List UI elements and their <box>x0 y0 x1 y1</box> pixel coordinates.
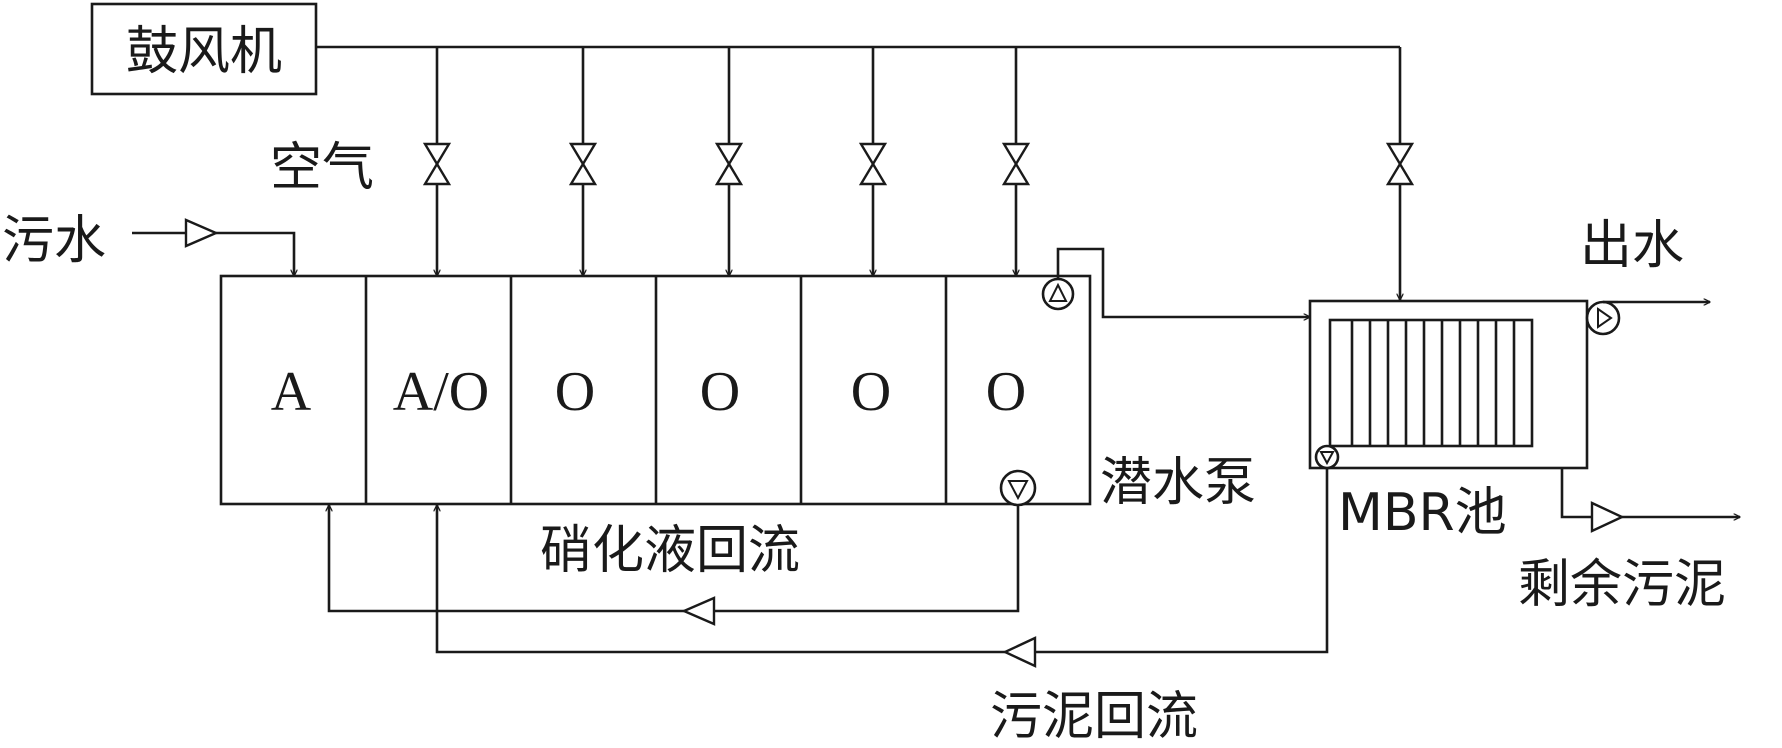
recirculation-pump <box>999 469 1037 507</box>
excess-sludge-outlet <box>1560 468 1740 533</box>
bioreactor-tank: A A/O O O O O <box>219 274 1092 506</box>
air-branch-2 <box>568 47 598 276</box>
sewage-label: 污水 <box>2 211 106 271</box>
blower-label: 鼓风机 <box>126 22 282 82</box>
sludge-return-line <box>437 468 1329 668</box>
flow-direction-icon <box>1002 636 1037 668</box>
valve-icon <box>1385 142 1415 186</box>
membrane-module <box>1328 318 1534 448</box>
sewage-inlet: 污水 <box>2 211 294 276</box>
valve-icon <box>1001 142 1031 186</box>
air-branch-4 <box>858 47 888 276</box>
flow-direction-icon <box>184 218 220 248</box>
zone-label: O <box>700 361 740 423</box>
mbr-tank <box>1308 299 1589 470</box>
air-branch-1 <box>422 47 452 276</box>
pump-icon <box>1585 300 1621 336</box>
zone-label: A <box>271 361 312 423</box>
excess-sludge-label: 剩余污泥 <box>1518 555 1726 615</box>
sludge-return-label: 污泥回流 <box>990 687 1198 747</box>
effluent-outlet <box>1585 300 1710 336</box>
mbr-tank-label: MBR池 <box>1338 483 1507 543</box>
valve-icon <box>714 142 744 186</box>
submersible-pump-label: 潜水泵 <box>1100 453 1256 513</box>
blower-box <box>90 2 318 96</box>
air-label: 空气 <box>270 138 374 198</box>
air-branch-mbr <box>1385 47 1415 300</box>
membrane-sheets <box>1350 320 1516 446</box>
zone-label: O <box>851 361 891 423</box>
air-branch-5 <box>1001 47 1031 276</box>
nitrified-return-label: 硝化液回流 <box>540 521 800 581</box>
zone-label: O <box>555 361 595 423</box>
air-branches <box>422 47 1415 300</box>
flow-direction-icon <box>680 596 716 626</box>
effluent-label: 出水 <box>1580 216 1684 276</box>
zone-label: A/O <box>393 361 489 423</box>
transfer-pump <box>1041 247 1310 317</box>
transfer-pipe <box>1056 247 1310 317</box>
zone-label: O <box>986 361 1026 423</box>
valve-icon <box>422 142 452 186</box>
flow-direction-icon <box>1590 501 1625 533</box>
air-branch-3 <box>714 47 744 276</box>
valve-icon <box>568 142 598 186</box>
blower-unit: 鼓风机 <box>90 2 318 96</box>
valve-icon <box>858 142 888 186</box>
nitrified-return-line <box>329 505 1020 626</box>
